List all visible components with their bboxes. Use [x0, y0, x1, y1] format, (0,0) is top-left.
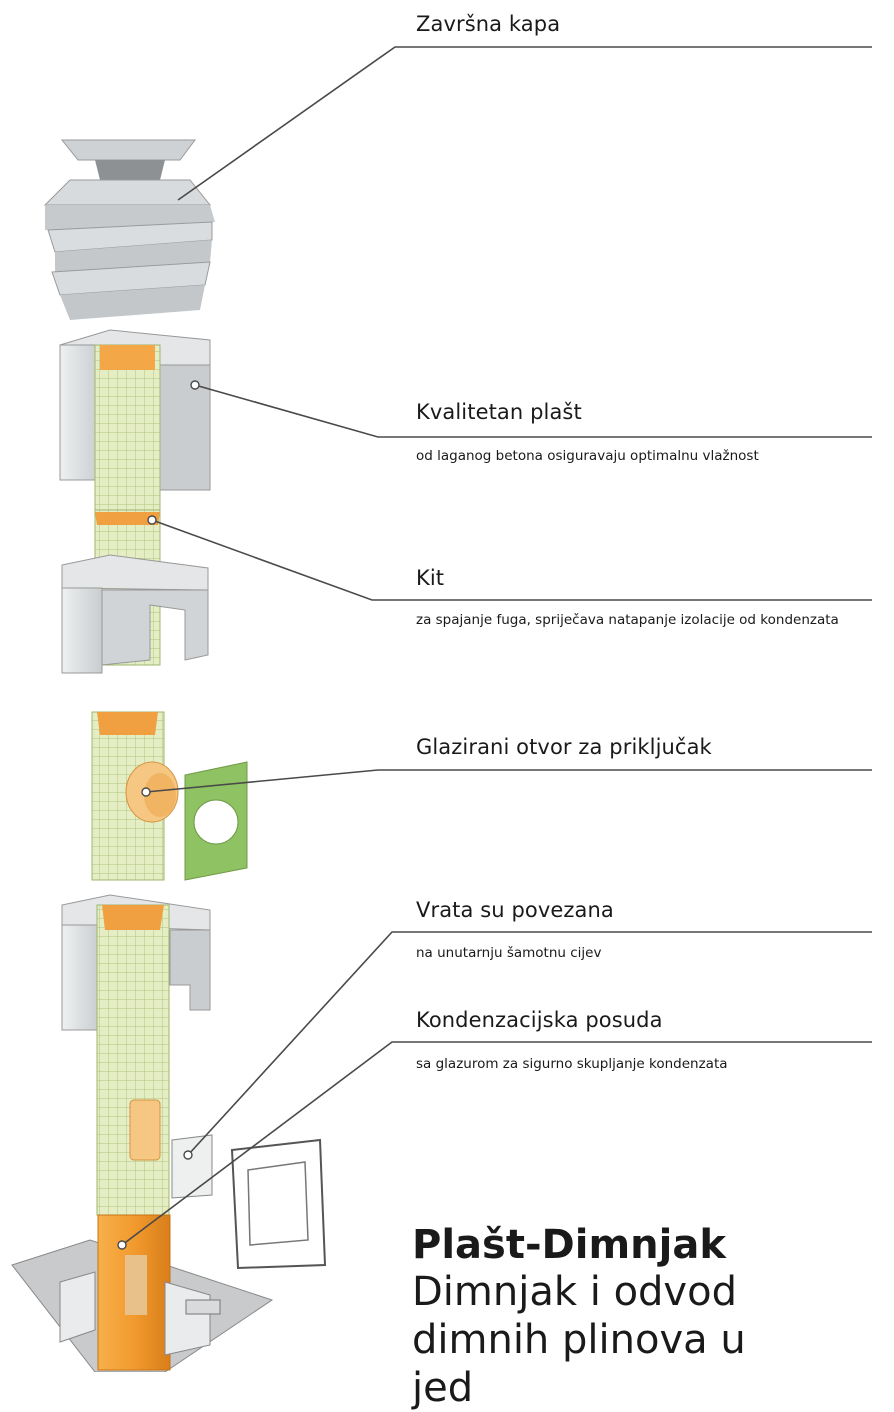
product-subtitle-line-1: Dimnjak i odvod [412, 1269, 737, 1315]
callout-title-cap: Završna kapa [416, 12, 561, 36]
product-subtitle-line-3: jed [412, 1365, 474, 1411]
leader-dot-jacket [190, 380, 200, 390]
chimney-exploded-diagram [11, 46, 872, 1372]
callout-desc-condensate: sa glazurom za sigurno skupljanje konden… [416, 1056, 728, 1072]
callout-title-kit: Kit [416, 566, 445, 590]
leader-line-cap [177, 46, 872, 201]
leader-dot-door [183, 1150, 193, 1160]
connection-section [91, 711, 248, 881]
callout-title-connection: Glazirani otvor za priključak [416, 735, 712, 759]
jacket-block-lower [61, 894, 211, 1216]
product-subtitle-line-2: dimnih plinova u [412, 1317, 746, 1363]
chimney-cap [43, 139, 215, 320]
leader-line-door [187, 931, 872, 1156]
condensate-pot-base [11, 1214, 274, 1372]
leader-line-jacket [194, 384, 872, 438]
leader-line-connection [145, 769, 872, 793]
callout-title-condensate: Kondenzacijska posuda [416, 1008, 663, 1032]
callout-desc-door: na unutarnju šamotnu cijev [416, 945, 602, 961]
callout-desc-kit: za spajanje fuga, spriječava natapanje i… [416, 612, 839, 628]
leader-dot-kit [147, 515, 157, 525]
flue-liner-upper [94, 344, 161, 511]
cleaning-door-parts [171, 1134, 327, 1270]
leader-line-kit [151, 519, 872, 601]
product-title: Plašt-Dimnjak [412, 1222, 726, 1268]
leader-dot-condensate [117, 1240, 127, 1250]
callout-desc-jacket: od laganog betona osiguravaju optimalnu … [416, 448, 759, 464]
callout-title-jacket: Kvalitetan plašt [416, 400, 582, 424]
leader-line-condensate [121, 1041, 872, 1246]
jacket-block-middle [61, 509, 209, 674]
leader-dot-connection [141, 787, 151, 797]
callout-title-door: Vrata su povezana [416, 898, 614, 922]
